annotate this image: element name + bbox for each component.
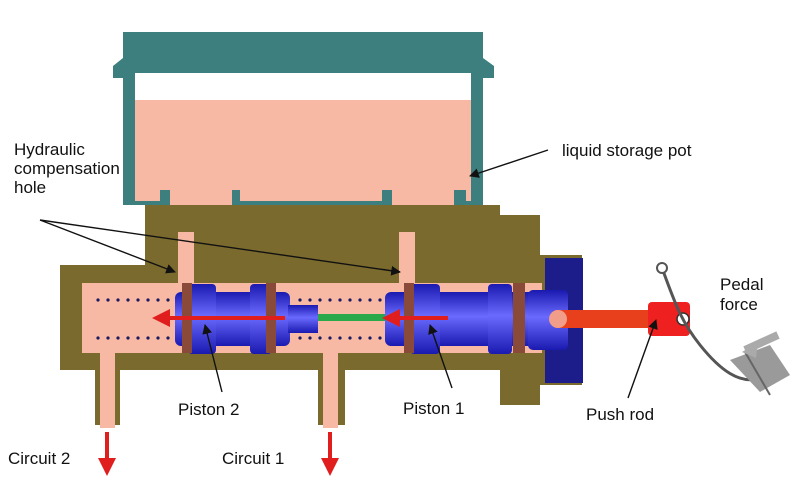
piston-1-seal-b (513, 283, 525, 353)
spring-left (96, 298, 170, 340)
spring-middle (298, 298, 382, 340)
circuit-1-label: Circuit 1 (222, 449, 284, 468)
text-labels: Hydraulic compensation hole liquid stora… (8, 140, 763, 468)
hydraulic-hole-label-line1: Hydraulic (14, 140, 85, 159)
circuit-arrows (98, 432, 339, 476)
push-rod-label: Push rod (586, 405, 654, 424)
pedal-force-label-line1: Pedal (720, 275, 763, 294)
outlet-circuit-1 (323, 350, 338, 428)
circuit-2-label: Circuit 2 (8, 449, 70, 468)
leader-lines (39, 149, 658, 399)
pedal-force-label-line2: force (720, 295, 758, 314)
liquid-pot-label: liquid storage pot (562, 141, 692, 160)
pressure-arrows (152, 309, 448, 327)
outlet-circuit-2 (100, 350, 115, 428)
hydraulic-hole-label-line2: compensation (14, 159, 120, 178)
pedal (656, 262, 790, 396)
springs (96, 298, 382, 340)
piston-1-label: Piston 1 (403, 399, 464, 418)
compensation-hole-2 (178, 232, 194, 287)
piston-link-rod (318, 314, 388, 321)
piston-2-label: Piston 2 (178, 400, 239, 419)
hydraulic-hole-label-line3: hole (14, 178, 46, 197)
compensation-hole-1 (399, 232, 415, 287)
